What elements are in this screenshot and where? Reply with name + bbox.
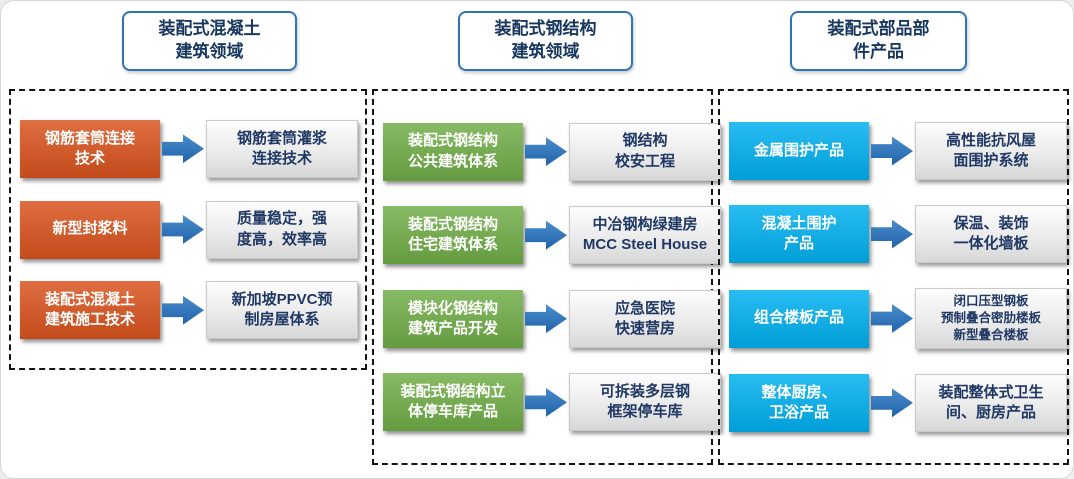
source-box: 装配式钢结构 公共建筑体系 xyxy=(383,122,523,181)
right-arrow-icon xyxy=(871,304,913,333)
flow-row: 装配式混凝土 建筑施工技术 新加坡PPVC预 制房屋体系 xyxy=(20,281,358,340)
target-box: 装配整体式卫生 间、厨房产品 xyxy=(915,373,1067,432)
source-box: 装配式钢结构立 体停车库产品 xyxy=(383,373,523,432)
flow-row: 装配式钢结构 公共建筑体系 钢结构 校安工程 xyxy=(383,122,721,181)
target-box: 质量稳定，强 度高，效率高 xyxy=(206,200,358,259)
target-box: 闭口压型钢板 预制叠合密肋楼板 新型叠合楼板 xyxy=(915,288,1067,349)
group-parts: 金属围护产品 高性能抗风屋 面围护系统 混凝土围护 产品 保温、装饰 一体化墙板… xyxy=(718,89,1069,465)
right-arrow-icon xyxy=(525,137,567,166)
flow-row: 新型封浆料 质量稳定，强 度高，效率高 xyxy=(20,200,358,259)
right-arrow-icon xyxy=(871,219,913,249)
source-box: 混凝土围护 产品 xyxy=(729,205,869,264)
source-box: 装配式钢结构 住宅建筑体系 xyxy=(383,206,523,265)
target-box: 应急医院 快速营房 xyxy=(569,289,721,348)
target-box: 中冶钢构绿建房 MCC Steel House xyxy=(569,206,721,265)
right-arrow-icon xyxy=(871,388,913,418)
flow-row: 整体厨房、 卫浴产品 装配整体式卫生 间、厨房产品 xyxy=(729,373,1067,432)
group-concrete: 钢筋套筒连接 技术 钢筋套筒灌浆 连接技术 新型封浆料 质量稳定，强 度高，效率… xyxy=(9,89,367,370)
source-box: 装配式混凝土 建筑施工技术 xyxy=(20,281,160,340)
flow-row: 装配式钢结构 住宅建筑体系 中冶钢构绿建房 MCC Steel House xyxy=(383,206,721,265)
source-box: 新型封浆料 xyxy=(20,200,160,259)
header-concrete: 装配式混凝土 建筑领域 xyxy=(122,11,297,71)
header-steel: 装配式钢结构 建筑领域 xyxy=(458,11,633,71)
source-box: 组合楼板产品 xyxy=(729,289,869,348)
source-box: 模块化钢结构 建筑产品开发 xyxy=(383,289,523,348)
source-box: 整体厨房、 卫浴产品 xyxy=(729,373,869,432)
target-box: 钢筋套筒灌浆 连接技术 xyxy=(206,119,358,178)
flow-row: 金属围护产品 高性能抗风屋 面围护系统 xyxy=(729,122,1067,181)
header-parts: 装配式部品部 件产品 xyxy=(790,11,967,71)
right-arrow-icon xyxy=(162,215,204,244)
flow-row: 钢筋套筒连接 技术 钢筋套筒灌浆 连接技术 xyxy=(20,119,358,178)
flow-row: 模块化钢结构 建筑产品开发 应急医院 快速营房 xyxy=(383,289,721,348)
flow-row: 装配式钢结构立 体停车库产品 可拆装多层钢 框架停车库 xyxy=(383,373,721,432)
source-box: 金属围护产品 xyxy=(729,122,869,181)
right-arrow-icon xyxy=(525,220,567,250)
right-arrow-icon xyxy=(525,304,567,334)
target-box: 钢结构 校安工程 xyxy=(569,122,721,181)
right-arrow-icon xyxy=(162,295,204,325)
right-arrow-icon xyxy=(525,387,567,417)
target-box: 高性能抗风屋 面围护系统 xyxy=(915,122,1067,181)
right-arrow-icon xyxy=(162,134,204,164)
target-box: 保温、装饰 一体化墙板 xyxy=(915,205,1067,264)
target-box: 新加坡PPVC预 制房屋体系 xyxy=(206,281,358,340)
group-steel: 装配式钢结构 公共建筑体系 钢结构 校安工程 装配式钢结构 住宅建筑体系 中冶钢… xyxy=(372,89,721,465)
source-box: 钢筋套筒连接 技术 xyxy=(20,119,160,178)
flow-row: 组合楼板产品 闭口压型钢板 预制叠合密肋楼板 新型叠合楼板 xyxy=(729,288,1067,349)
flow-row: 混凝土围护 产品 保温、装饰 一体化墙板 xyxy=(729,205,1067,264)
right-arrow-icon xyxy=(871,136,913,166)
target-box: 可拆装多层钢 框架停车库 xyxy=(569,373,721,432)
